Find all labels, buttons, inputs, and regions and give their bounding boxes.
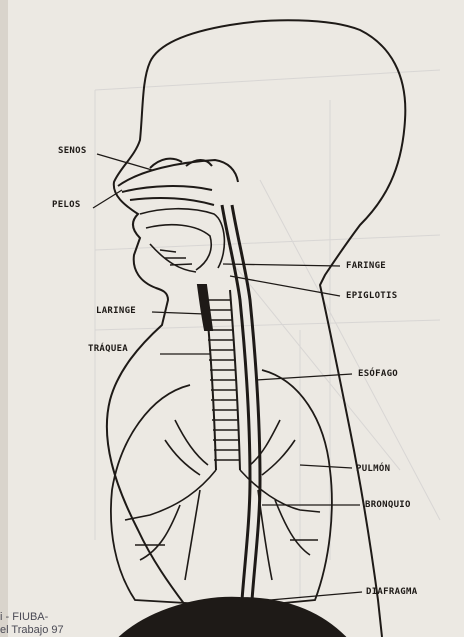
label-laringe: LARINGE (96, 306, 136, 316)
label-diafragma: DIAFRAGMA (366, 587, 417, 597)
label-traquea: TRÁQUEA (88, 344, 128, 354)
larynx (198, 285, 212, 330)
lungs (111, 370, 332, 605)
label-faringe: FARINGE (346, 261, 386, 271)
label-pulmon: PULMÓN (356, 464, 390, 474)
diaphragm (120, 598, 345, 637)
caption-line-1: i - FIUBA- (0, 611, 64, 624)
label-bronquio: BRONQUIO (365, 500, 411, 510)
bronchial-tree (125, 420, 320, 580)
label-pelos: PELOS (52, 200, 81, 210)
label-esofago: ESÓFAGO (358, 369, 398, 379)
caption-line-2: el Trabajo 97 (0, 624, 64, 637)
watermark-caption: i - FIUBA- el Trabajo 97 (0, 611, 64, 637)
label-epiglotis: EPIGLOTIS (346, 291, 397, 301)
background-grid (95, 70, 440, 600)
oral-cavity (140, 209, 224, 272)
label-senos: SENOS (58, 146, 87, 156)
